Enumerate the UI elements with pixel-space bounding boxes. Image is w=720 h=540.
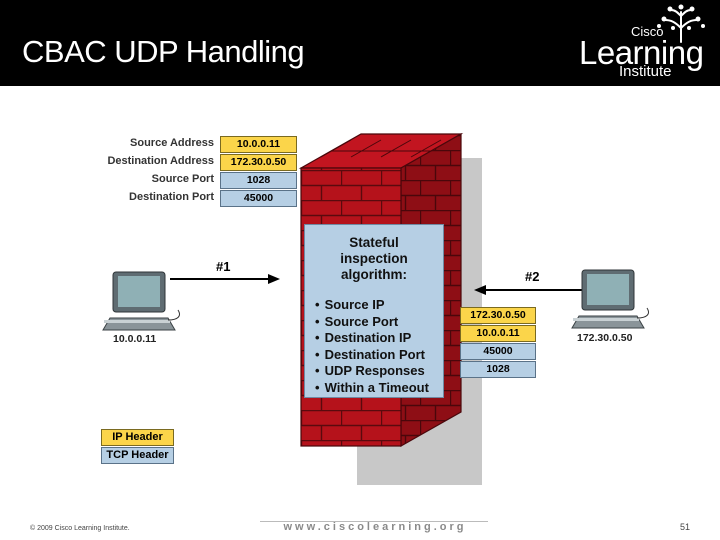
source-address-label: Source Address (130, 137, 214, 149)
left-host-computer-icon (102, 271, 181, 331)
panel-title-line: inspection (340, 251, 408, 266)
left-host-address: 10.0.0.11 (113, 333, 157, 345)
flow-label-1: #1 (216, 259, 231, 274)
source-port-label: Source Port (151, 173, 214, 185)
outbound-source-address: 10.0.0.11 (220, 136, 297, 153)
footer-url: www.ciscolearning.org (283, 521, 467, 533)
criteria-text: UDP Responses (324, 363, 425, 379)
footer-divider (260, 521, 488, 522)
right-host-computer-icon (571, 269, 650, 329)
panel-title-line: Stateful (349, 235, 399, 250)
destination-port-label: Destination Port (129, 191, 214, 203)
copyright-text: © 2009 Cisco Learning Institute. (30, 525, 130, 532)
criteria-item: •Within a Timeout (315, 379, 429, 395)
criteria-list: •Source IP •Source Port •Destination IP … (315, 297, 443, 397)
criteria-item: •Destination Port (315, 346, 425, 362)
outbound-destination-port: 45000 (220, 190, 297, 207)
criteria-text: Source Port (324, 313, 399, 329)
return-source-port: 45000 (460, 343, 536, 360)
slide-title: CBAC UDP Handling (22, 34, 305, 69)
legend-ip-header: IP Header (101, 429, 174, 446)
panel-title: Stateful inspection algorithm: (305, 235, 443, 283)
outbound-destination-address: 172.30.0.50 (220, 154, 297, 171)
criteria-text: Within a Timeout (324, 379, 429, 395)
cisco-learning-institute-logo: Cisco Learning Institute (575, 2, 720, 82)
criteria-item: •Destination IP (315, 330, 412, 346)
return-destination-port: 1028 (460, 361, 536, 378)
tree-icon (657, 4, 705, 43)
criteria-item: •UDP Responses (315, 363, 425, 379)
slide-header: CBAC UDP Handling Cisco Learning Institu… (0, 0, 720, 86)
panel-title-line: algorithm: (341, 267, 407, 282)
page-number: 51 (680, 522, 691, 532)
criteria-text: Source IP (324, 297, 385, 312)
return-destination-address: 10.0.0.11 (460, 325, 536, 342)
stateful-inspection-panel: Stateful inspection algorithm: •Source I… (304, 224, 444, 398)
destination-address-label: Destination Address (107, 155, 214, 167)
right-host-address: 172.30.0.50 (577, 332, 633, 344)
legend-tcp-header: TCP Header (101, 447, 174, 464)
criteria-text: Destination Port (324, 346, 425, 362)
outbound-source-port: 1028 (220, 172, 297, 189)
flow-label-2: #2 (525, 269, 540, 284)
criteria-item: •Source IP (315, 297, 385, 312)
logo-learning-text: Learning (579, 34, 704, 71)
logo-cisco-text: Cisco (631, 24, 664, 39)
return-source-address: 172.30.0.50 (460, 307, 536, 324)
arrow-2-head (474, 285, 486, 295)
logo-institute-text: Institute (619, 63, 672, 80)
arrow-1-head (268, 274, 280, 284)
criteria-item: •Source Port (315, 313, 399, 329)
criteria-text: Destination IP (324, 330, 412, 346)
